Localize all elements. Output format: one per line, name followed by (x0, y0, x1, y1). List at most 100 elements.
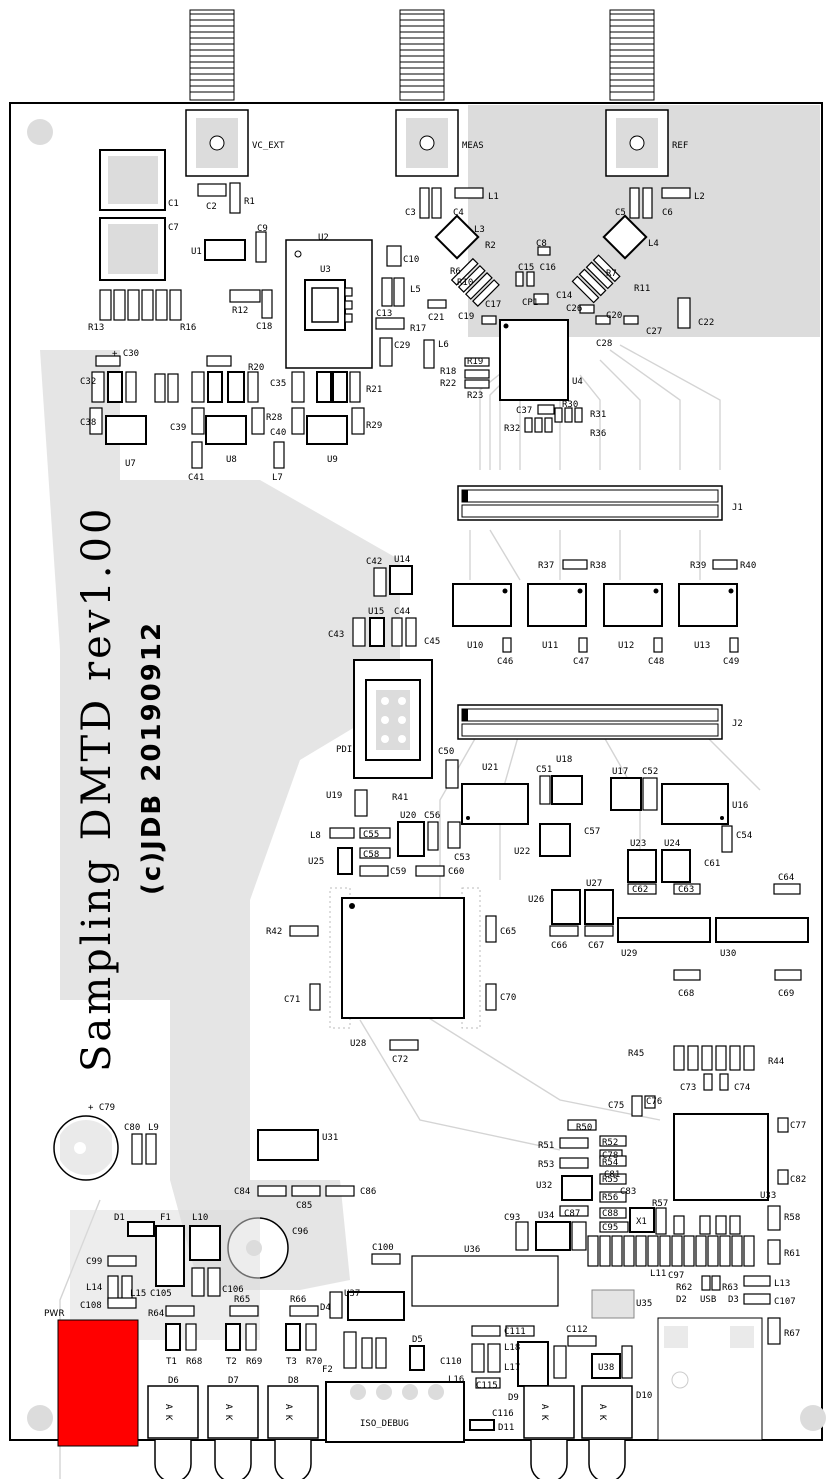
svg-text:U8: U8 (226, 455, 237, 465)
svg-text:PDI: PDI (336, 745, 352, 755)
inductor-l4: L4 (602, 214, 659, 260)
svg-text:U13: U13 (694, 641, 710, 651)
leds: D6 D7 D8 D10 A K A K A K A K A K (147, 1376, 652, 1479)
svg-text:ISO_DEBUG: ISO_DEBUG (360, 1419, 409, 1429)
svg-text:C110: C110 (440, 1357, 462, 1367)
svg-text:C1: C1 (168, 199, 179, 209)
svg-text:C35: C35 (270, 379, 286, 389)
svg-text:L6: L6 (438, 340, 449, 350)
svg-text:J2: J2 (732, 719, 743, 729)
svg-text:R42: R42 (266, 927, 282, 937)
svg-text:C41: C41 (188, 473, 204, 483)
svg-text:L16: L16 (448, 1375, 464, 1385)
svg-text:A K: A K (539, 1404, 549, 1421)
svg-text:C32: C32 (80, 377, 96, 387)
svg-text:U37: U37 (344, 1289, 360, 1299)
svg-text:C87: C87 (564, 1209, 580, 1219)
svg-text:L1: L1 (488, 192, 499, 202)
svg-text:C15 C16: C15 C16 (518, 263, 556, 273)
svg-text:C82: C82 (790, 1175, 806, 1185)
svg-text:L2: L2 (694, 192, 705, 202)
svg-text:C72: C72 (392, 1055, 408, 1065)
svg-text:C40: C40 (270, 428, 286, 438)
svg-text:C55: C55 (363, 830, 379, 840)
svg-text:C74: C74 (734, 1083, 750, 1093)
svg-text:C88: C88 (602, 1209, 618, 1219)
svg-text:R58: R58 (784, 1213, 800, 1223)
cap-c1: C1 (99, 149, 179, 211)
svg-text:C47: C47 (573, 657, 589, 667)
svg-text:C51: C51 (536, 765, 552, 775)
svg-text:C26: C26 (566, 304, 582, 314)
svg-text:R32: R32 (504, 424, 520, 434)
svg-text:C61: C61 (704, 859, 720, 869)
svg-text:D4: D4 (320, 1303, 331, 1313)
svg-text:C86: C86 (360, 1187, 376, 1197)
svg-text:R52: R52 (602, 1138, 618, 1148)
svg-text:C44: C44 (394, 607, 410, 617)
svg-text:R40: R40 (740, 561, 756, 571)
svg-text:U15: U15 (368, 607, 384, 617)
svg-text:C59: C59 (390, 867, 406, 877)
cap-c7: C7 (99, 217, 179, 281)
svg-text:U11: U11 (542, 641, 558, 651)
svg-text:C60: C60 (448, 867, 464, 877)
svg-text:F1: F1 (160, 1213, 171, 1223)
svg-text:U16: U16 (732, 801, 748, 811)
header-j1: J1 (457, 485, 743, 521)
svg-text:R45: R45 (628, 1049, 644, 1059)
svg-text:D1: D1 (114, 1213, 125, 1223)
svg-text:A K: A K (597, 1404, 607, 1421)
svg-text:C64: C64 (778, 873, 794, 883)
svg-text:C6: C6 (662, 208, 673, 218)
svg-text:R2: R2 (485, 241, 496, 251)
svg-text:R65: R65 (234, 1295, 250, 1305)
ic-u4: U4 (499, 319, 583, 401)
svg-text:C21: C21 (428, 313, 444, 323)
svg-text:U2: U2 (318, 233, 329, 243)
svg-text:U32: U32 (536, 1181, 552, 1191)
svg-text:C45: C45 (424, 637, 440, 647)
svg-text:U19: U19 (326, 791, 342, 801)
power-jack (57, 1319, 139, 1447)
svg-text:R36: R36 (590, 429, 606, 439)
svg-text:R69: R69 (246, 1357, 262, 1367)
svg-text:D10: D10 (636, 1391, 652, 1401)
svg-text:A K: A K (163, 1404, 173, 1421)
svg-text:R68: R68 (186, 1357, 202, 1367)
svg-text:C52: C52 (642, 767, 658, 777)
svg-text:C53: C53 (454, 853, 470, 863)
svg-text:R57: R57 (652, 1199, 668, 1209)
svg-text:D3: D3 (728, 1295, 739, 1305)
usb-connector: R67 U35 (591, 1289, 800, 1441)
svg-text:C27: C27 (646, 327, 662, 337)
svg-text:C112: C112 (566, 1325, 588, 1335)
svg-text:U18: U18 (556, 755, 572, 765)
svg-text:C83: C83 (620, 1187, 636, 1197)
svg-text:L3: L3 (474, 225, 485, 235)
svg-text:R18: R18 (440, 367, 456, 377)
svg-text:R62: R62 (676, 1283, 692, 1293)
svg-text:C106: C106 (222, 1285, 244, 1295)
svg-text:C80: C80 (124, 1123, 140, 1133)
svg-text:R55: R55 (602, 1175, 618, 1185)
svg-text:R41: R41 (392, 793, 408, 803)
svg-text:C29: C29 (394, 341, 410, 351)
svg-text:C5: C5 (615, 208, 626, 218)
svg-text:C69: C69 (778, 989, 794, 999)
svg-text:L7: L7 (272, 473, 283, 483)
svg-text:F2: F2 (322, 1365, 333, 1375)
svg-text:C50: C50 (438, 747, 454, 757)
svg-text:L13: L13 (774, 1279, 790, 1289)
svg-text:U9: U9 (327, 455, 338, 465)
sma-connector-vc-ext: VC_EXT (185, 9, 285, 177)
svg-text:C13: C13 (376, 309, 392, 319)
svg-text:C105: C105 (150, 1289, 172, 1299)
svg-text:C107: C107 (774, 1297, 796, 1307)
svg-text:U31: U31 (322, 1133, 338, 1143)
svg-text:U12: U12 (618, 641, 634, 651)
svg-text:U22: U22 (514, 847, 530, 857)
board-author: (c)JDB 20190912 (137, 621, 167, 895)
